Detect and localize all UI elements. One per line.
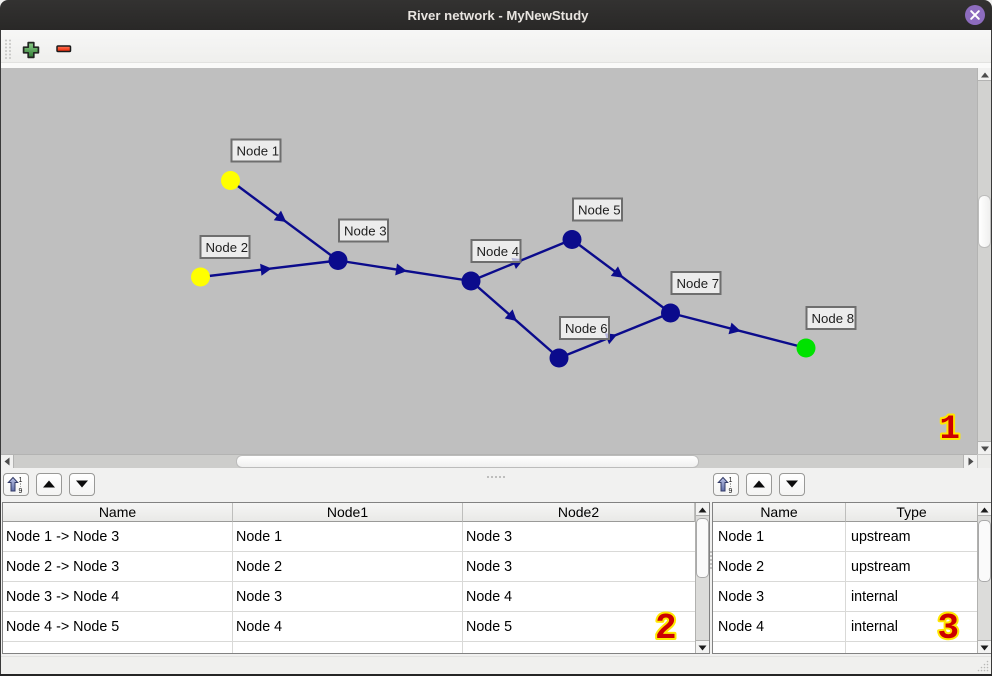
svg-text:1: 1 — [940, 411, 960, 449]
svg-text:3: 3 — [938, 608, 960, 649]
svg-text:Node 8: Node 8 — [812, 311, 855, 326]
svg-text:Node 6: Node 6 — [565, 321, 608, 336]
svg-text:2: 2 — [655, 608, 677, 649]
svg-text:9: 9 — [729, 488, 733, 495]
svg-text:Node 4: Node 4 — [477, 244, 520, 259]
svg-text:Node 5: Node 5 — [578, 203, 621, 218]
svg-text:Node 3: Node 3 — [344, 224, 387, 239]
svg-text:1: 1 — [729, 477, 733, 484]
svg-text:Node 7: Node 7 — [677, 276, 720, 291]
svg-text:9: 9 — [19, 488, 23, 495]
svg-text:1: 1 — [19, 477, 23, 484]
svg-text:Node 1: Node 1 — [237, 144, 280, 159]
svg-text:Node 2: Node 2 — [206, 240, 249, 255]
